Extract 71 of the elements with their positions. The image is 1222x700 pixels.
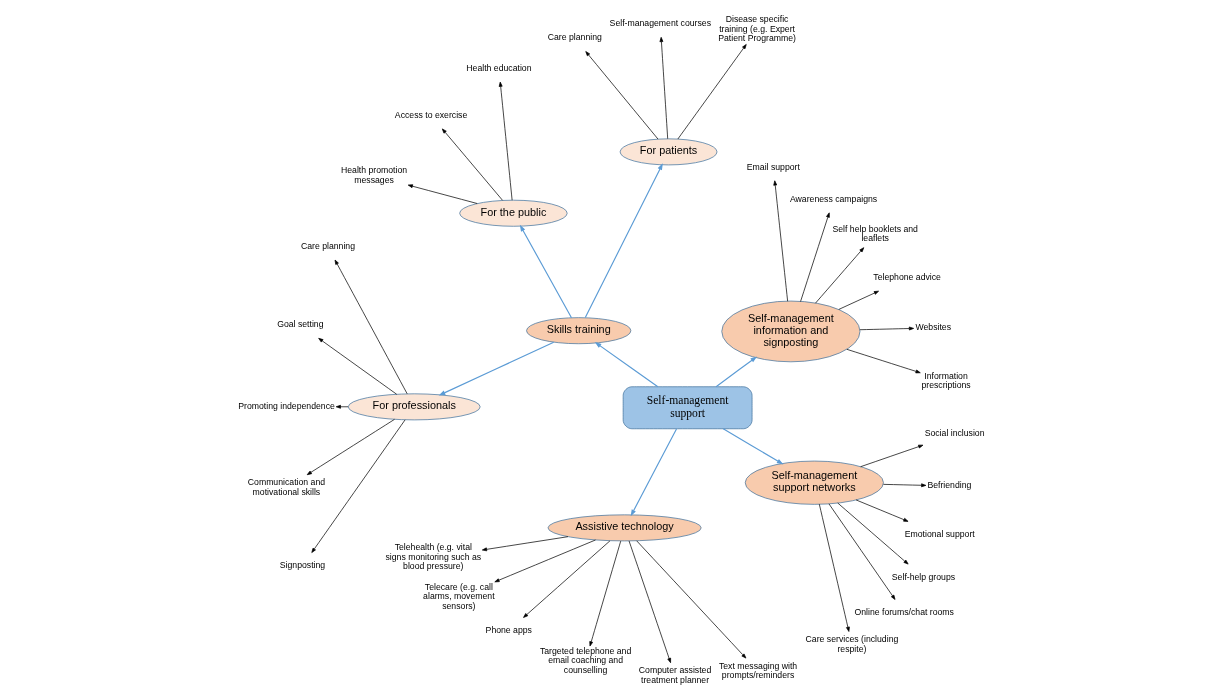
node-text: Self help booklets and leaflets [831,224,918,244]
node-text: Online forums/chat rooms [853,606,954,617]
node-text: Information prescriptions [920,370,971,390]
node-text: Signposting [279,560,325,570]
arrow [438,341,554,396]
node-text: Emotional support [904,528,975,539]
node-text: Computer assisted treatment planner [638,665,711,685]
node-text: Disease specific training (e.g. Expert Patient Programme) [717,14,796,44]
arrow [635,540,746,659]
arrow [306,419,395,476]
node-text: Health education [465,63,531,74]
arrow [522,540,610,618]
node-text: Care services (including respite) [805,634,898,654]
node-text: Telecare (e.g. call alarms, movement sensors) [422,581,495,611]
node-text: Communication and motivational skills [247,477,325,497]
arrow [882,483,926,488]
arrow [493,539,596,583]
arrow [498,81,512,201]
node-box: Self-management support [622,386,752,430]
node-text: Email support [746,161,800,172]
arrow [677,44,747,140]
arrow [859,444,923,468]
arrow [772,180,788,302]
arrow [588,540,621,647]
arrow [659,36,668,140]
arrow [584,163,663,319]
arrow [310,419,405,553]
arrow [594,342,658,388]
node-text: Websites [914,322,951,333]
arrow [846,348,921,374]
node-text: Text messaging with prompts/reminders [718,660,797,681]
node-text: Social inclusion [924,428,985,439]
arrow [837,290,879,310]
node-text: Telehealth (e.g. vital signs monitoring such as blood pressure) [384,542,481,572]
arrow [722,428,783,465]
node-text: Self-management courses [609,18,711,29]
arrow [441,128,503,201]
arrow [715,356,757,388]
node-text: Telephone advice [872,272,941,283]
arrow [855,499,908,522]
arrow [317,337,397,395]
node-text: Phone apps [485,624,532,635]
node-text: Access to exercise [394,109,467,120]
arrow [799,212,830,302]
node-text: Promoting independence [237,400,335,411]
node-text: Health promotion messages [340,165,407,185]
node-text: Befriending [926,480,971,491]
node-ellipse: For professionals [347,393,481,421]
arrow [859,326,914,331]
arrow [818,503,850,632]
arrow [628,540,671,664]
arrow [828,503,895,600]
arrow [814,247,864,304]
node-text: Care planning [547,32,602,43]
arrow [584,51,658,140]
node-text: Care planning [300,241,355,252]
node-ellipse: For the public [458,199,568,227]
node-text: Awareness campaigns [789,193,877,204]
arrow [836,502,908,565]
arrow [335,404,348,409]
node-text: Self-help groups [891,571,955,582]
arrow [630,428,677,517]
node-ellipse: Skills training [525,317,631,345]
arrow [519,224,572,319]
node-ellipse: For patients [619,138,717,166]
node-text: Targeted telephone and email coaching and counselling [539,645,631,675]
node-text: Goal setting [276,319,324,330]
arrow [407,184,478,204]
arrow [481,536,568,552]
arrow [334,259,408,395]
node-ellipse: Assistive technology [547,514,702,542]
